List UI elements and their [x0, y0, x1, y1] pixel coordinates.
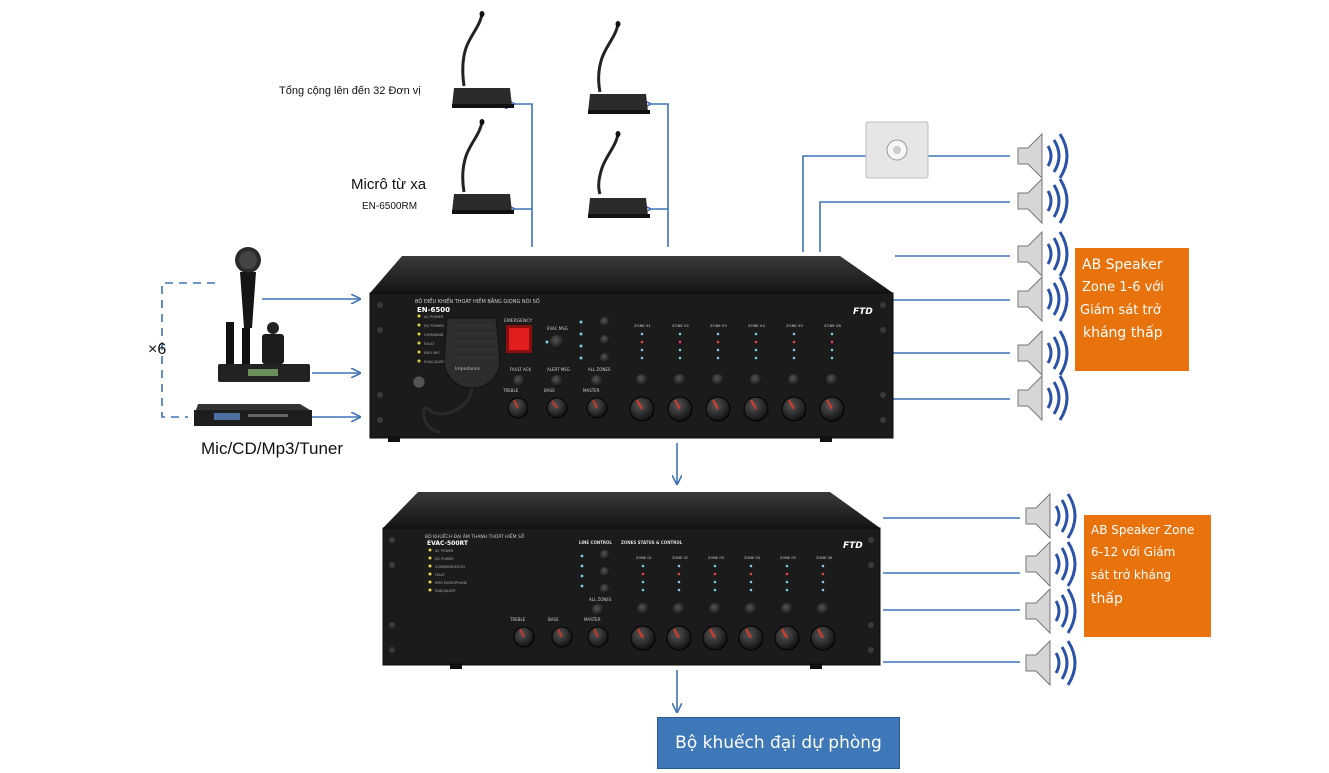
- remote-mic-group: [452, 11, 650, 218]
- main-status-leds: AC POWER DC POWER COMMAND FAULT EMG MIC …: [417, 314, 447, 364]
- zone-label: ZONE 06: [824, 323, 841, 328]
- backup-amplifier-label: Bộ khuếch đại dự phòng: [675, 733, 882, 753]
- main-unit-brand: FTD: [853, 307, 873, 317]
- bass-label: BASS: [544, 388, 555, 393]
- led-label: EVAC/ALERT: [435, 589, 456, 593]
- extension-unit-title: BỘ KHUẾCH ĐẠI ÂM THANH THOÁT HIỂM SỐ: [425, 532, 525, 540]
- zone-label: ZONE 01: [634, 323, 651, 328]
- times-six-label: ×6: [148, 341, 167, 358]
- box-bottom-line1: AB Speaker Zone: [1091, 523, 1195, 537]
- main-unit-model: EN-6500: [417, 306, 450, 314]
- line-control-label: LINE CONTROL: [579, 540, 612, 545]
- led-label: COMMUNICATION: [435, 565, 465, 569]
- remote-mic-model-label: EN-6500RM: [362, 201, 418, 212]
- led-label: AC POWER: [424, 315, 444, 319]
- emergency-button: [509, 328, 529, 350]
- led-label: DC POWER: [435, 557, 454, 561]
- main-zone-controls: ZONE 01 ZONE 02 ZONE 03 ZONE 04 ZONE 05 …: [629, 323, 845, 422]
- main-unit: BỘ ĐIỀU KHIỂN THOÁT HIỂM BẰNG GIỌNG NÓI …: [369, 256, 894, 442]
- speaker-icon: [1017, 374, 1069, 422]
- fault-ack-label: FAULT ACK: [510, 367, 531, 372]
- box-bottom-line4: thấp: [1091, 591, 1123, 607]
- led-label: COMMAND: [424, 333, 444, 337]
- evac-msg-label: EVAC MSG: [547, 326, 568, 331]
- gooseneck-mic-icon: [452, 11, 514, 108]
- svg-text:Impedance: Impedance: [455, 366, 480, 372]
- speakers-top: [1017, 132, 1069, 422]
- treble-label: TREBLE: [509, 617, 526, 622]
- box-top-line2: Zone 1-6 với: [1082, 280, 1164, 295]
- gooseneck-mic-icon: [452, 119, 514, 214]
- led-label: DC POWER: [424, 324, 444, 328]
- zone-label: ZONE 06: [816, 556, 833, 560]
- box-bottom-line2: 6-12 với Giám: [1091, 545, 1176, 559]
- total-units-label: Tổng cộng lên đến 32 Đơn vị: [279, 85, 421, 97]
- sources-label: Mic/CD/Mp3/Tuner: [201, 439, 344, 458]
- led-label: EMG MIC: [424, 351, 440, 355]
- master-label: MASTER: [584, 617, 601, 622]
- led-label: FAULT: [435, 573, 446, 577]
- led-label: FAULT: [424, 342, 435, 346]
- bass-label: BASS: [548, 617, 559, 622]
- speaker-icon: [1017, 132, 1069, 180]
- extension-unit: BỘ KHUẾCH ĐẠI ÂM THANH THOÁT HIỂM SỐ EVA…: [382, 492, 881, 669]
- zone-label: ZONE 01: [636, 556, 652, 560]
- speaker-icon: [1025, 587, 1077, 635]
- speaker-icon: [1017, 329, 1069, 377]
- box-top-line3: Giám sát trở: [1080, 303, 1161, 318]
- extension-unit-brand: FTD: [843, 541, 863, 551]
- speaker-icon: [1017, 230, 1069, 278]
- treble-label: TREBLE: [502, 388, 519, 393]
- handheld-mic-icon: [235, 247, 261, 328]
- zone-label: ZONE 04: [744, 556, 761, 560]
- zone-label: ZONE 05: [780, 556, 796, 560]
- cd-player-icon: [194, 404, 312, 426]
- led-label: EMG MICROPHONE: [435, 581, 467, 585]
- master-label: MASTER: [583, 388, 600, 393]
- zone-label: ZONE 03: [708, 556, 724, 560]
- box-bottom-line3: sát trở kháng: [1091, 568, 1172, 582]
- led-label: EVAC/ALERT: [424, 360, 447, 364]
- zone-label: ZONE 05: [786, 323, 803, 328]
- zones-status-label: ZONES STATUS & CONTROL: [621, 540, 683, 545]
- speaker-icon: [1017, 177, 1069, 225]
- speakers-bottom: [1025, 492, 1077, 687]
- speaker-icon: [1025, 492, 1077, 540]
- zone-label: ZONE 02: [672, 323, 689, 328]
- gooseneck-mic-icon: [588, 21, 650, 114]
- zone-label: ZONE 03: [710, 323, 727, 328]
- box-top-line1: AB Speaker: [1082, 257, 1163, 273]
- extension-zone-controls: ZONE 01 ZONE 02 ZONE 03 ZONE 04 ZONE 05 …: [630, 556, 836, 651]
- alert-msg-label: ALERT MSG: [547, 367, 570, 372]
- speaker-icon: [1017, 275, 1069, 323]
- wireless-receiver-icon: [218, 322, 310, 382]
- zone-6-12-info-box: AB Speaker Zone 6-12 với Giám sát trở kh…: [1084, 515, 1211, 637]
- volume-control-icon: [865, 121, 929, 179]
- led-label: AC POWER: [435, 549, 454, 553]
- all-zones-label: ALL ZONES: [589, 597, 612, 602]
- backup-amplifier-box: Bộ khuếch đại dự phòng: [657, 717, 900, 769]
- paging-mic-icon: Impedance: [421, 317, 501, 434]
- extension-unit-model: EVAC-500RT: [427, 540, 469, 547]
- gooseneck-mic-icon: [588, 131, 650, 218]
- speaker-icon: [1025, 540, 1077, 588]
- all-zones-label: ALL ZONES: [588, 367, 611, 372]
- extension-status-leds: AC POWER DC POWER COMMUNICATION FAULT EM…: [428, 548, 467, 593]
- zone-label: ZONE 02: [672, 556, 688, 560]
- speaker-icon: [1025, 639, 1077, 687]
- emergency-label: EMERGENCY: [504, 318, 532, 324]
- zone-1-6-info-box: AB Speaker Zone 1-6 với Giám sát trở khá…: [1075, 248, 1189, 371]
- box-top-line4: kháng thấp: [1083, 325, 1163, 341]
- main-unit-title: BỘ ĐIỀU KHIỂN THOÁT HIỂM BẰNG GIỌNG NÓI …: [415, 297, 540, 305]
- zone-label: ZONE 04: [748, 323, 765, 328]
- remote-mic-label: Micrô từ xa: [351, 176, 427, 193]
- connection-lines: [161, 104, 1020, 712]
